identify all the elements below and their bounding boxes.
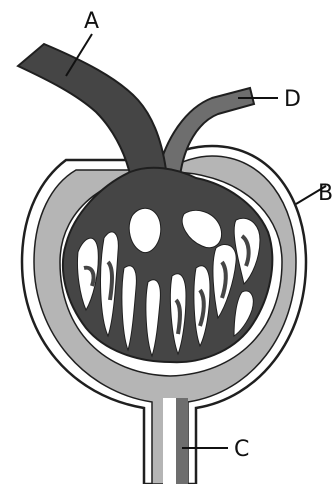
label-d: D bbox=[284, 87, 301, 112]
afferent-arteriole bbox=[18, 44, 166, 174]
label-b: B bbox=[318, 181, 333, 206]
tubule-wall bbox=[176, 398, 188, 484]
label-c: C bbox=[234, 437, 249, 462]
label-a: A bbox=[84, 9, 99, 34]
